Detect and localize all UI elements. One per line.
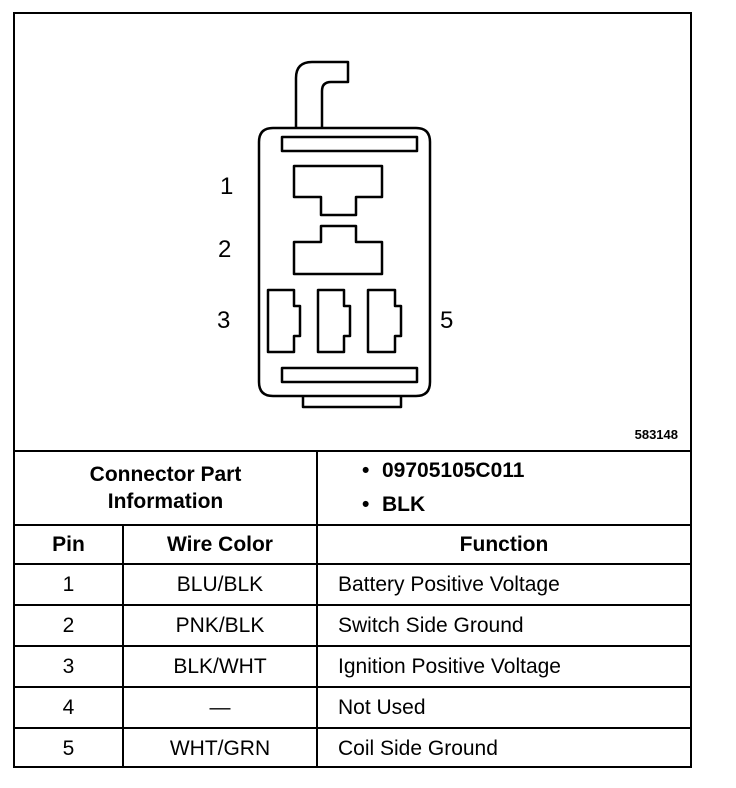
part-number: •09705105C011 <box>362 454 690 488</box>
connector-latch <box>294 60 350 128</box>
connector-part-info: •09705105C011 •BLK <box>316 450 690 526</box>
header-wire-color: Wire Color <box>122 524 318 565</box>
function-cell: Coil Side Ground <box>316 727 690 768</box>
figure-id: 583148 <box>634 427 678 442</box>
table-row: 2 PNK/BLK Switch Side Ground <box>15 604 690 647</box>
part-color: •BLK <box>362 488 690 522</box>
connector-part-label: Connector Part Information <box>15 450 318 526</box>
connector-table: Connector Part Information •09705105C011… <box>15 450 690 768</box>
pin-label-1: 1 <box>220 173 233 200</box>
bullet-icon: • <box>362 459 370 482</box>
pin-cell: 5 <box>15 727 124 768</box>
bullet-icon: • <box>362 493 370 516</box>
function-cell: Switch Side Ground <box>316 604 690 647</box>
connector-bottom-bar <box>280 366 419 384</box>
function-cell: Not Used <box>316 686 690 729</box>
connector-bottom-lip <box>301 396 403 409</box>
wire-color-cell: BLK/WHT <box>122 645 318 688</box>
pin-cell: 1 <box>15 563 124 606</box>
pin-cell: 4 <box>15 686 124 729</box>
pin-label-3: 3 <box>217 307 230 334</box>
wire-color-cell: PNK/BLK <box>122 604 318 647</box>
terminal-5 <box>366 288 403 354</box>
table-row: 3 BLK/WHT Ignition Positive Voltage <box>15 645 690 688</box>
terminal-3 <box>266 288 302 354</box>
terminal-1 <box>292 164 384 217</box>
pin-label-5: 5 <box>440 307 453 334</box>
connector-diagram: 1 2 3 5 <box>217 60 453 409</box>
function-cell: Ignition Positive Voltage <box>316 645 690 688</box>
pin-cell: 2 <box>15 604 124 647</box>
wire-color-cell: — <box>122 686 318 729</box>
table-header-row: Pin Wire Color Function <box>15 524 690 565</box>
wire-color-cell: BLU/BLK <box>122 563 318 606</box>
function-cell: Battery Positive Voltage <box>316 563 690 606</box>
table-row: 1 BLU/BLK Battery Positive Voltage <box>15 563 690 606</box>
header-function: Function <box>316 524 690 565</box>
connector-info-row: Connector Part Information •09705105C011… <box>15 450 690 526</box>
table-row: 5 WHT/GRN Coil Side Ground <box>15 727 690 768</box>
terminal-2 <box>292 224 384 276</box>
wire-color-cell: WHT/GRN <box>122 727 318 768</box>
table-row: 4 — Not Used <box>15 686 690 729</box>
terminal-4 <box>316 288 352 354</box>
connector-housing <box>257 126 432 398</box>
header-pin: Pin <box>15 524 124 565</box>
pin-label-2: 2 <box>218 236 231 263</box>
connector-top-bar <box>280 135 419 153</box>
connector-sheet: 1 2 3 5 583148 Connector Part Informatio… <box>13 12 692 768</box>
pin-cell: 3 <box>15 645 124 688</box>
